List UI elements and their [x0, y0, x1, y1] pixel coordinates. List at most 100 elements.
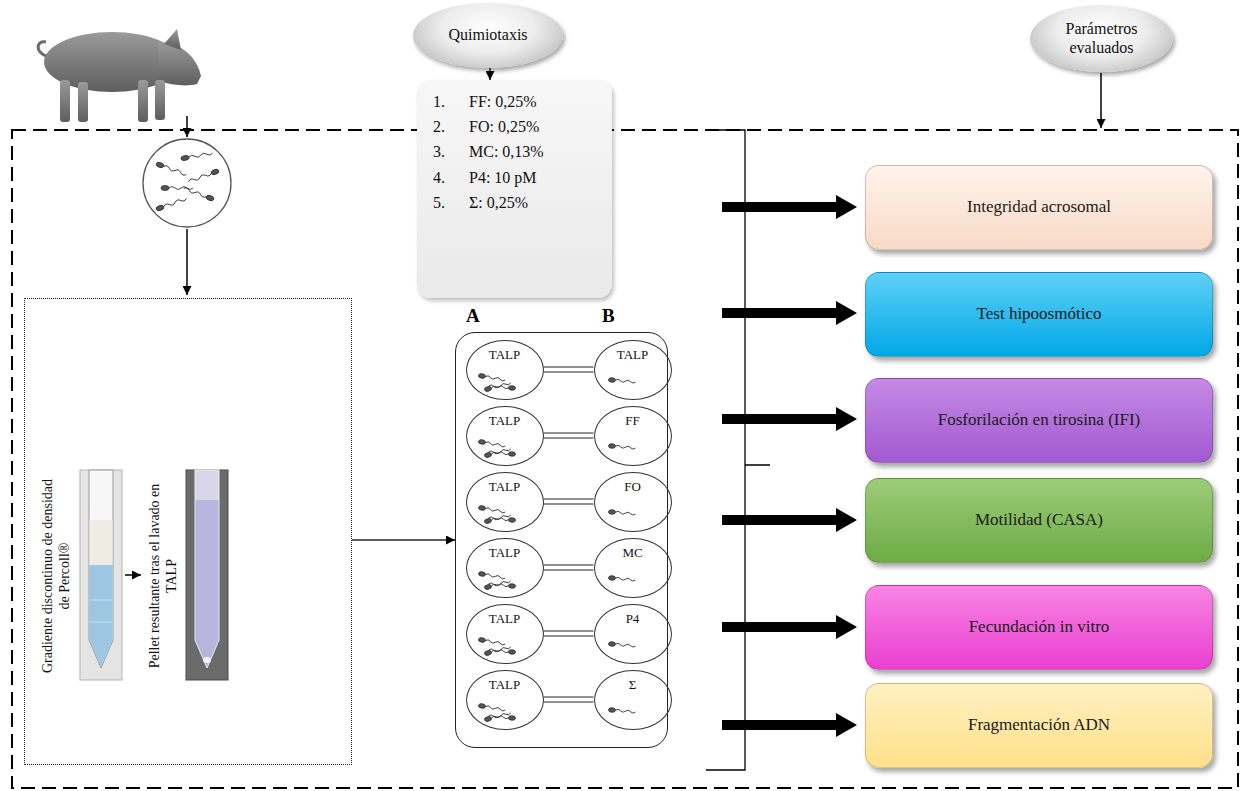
photo-caption: Pellet resultante tras el lavado en TALP: [146, 476, 180, 676]
tube-photo: [90, 600, 112, 601]
medium-label: FF: [595, 413, 671, 429]
sperm-in-well: [508, 650, 515, 655]
sperm-in-well: [484, 645, 511, 656]
medium-label: TALP: [595, 347, 671, 363]
sperm-in-well: [615, 511, 635, 515]
sperm-in-well: [484, 447, 511, 458]
well-circle: MC: [594, 538, 672, 598]
list-item: P4: 10 pM: [469, 168, 602, 187]
double-channel: [544, 697, 594, 702]
sperm-in-well: [478, 637, 486, 643]
thick-arrow: [722, 615, 857, 639]
medium-label: TALP: [467, 413, 543, 429]
well-circle: TALP: [466, 340, 544, 400]
flow-arrow: [352, 539, 455, 541]
well-circle: FF: [594, 406, 672, 466]
sperm-in-well: [608, 378, 615, 383]
tube-photo: [80, 470, 122, 680]
sperm-in-well: [491, 646, 511, 654]
sperm-in-well: [478, 505, 505, 514]
chamber-letter: A: [466, 305, 480, 328]
pig-illustration: [155, 80, 165, 120]
sperm-sample: [183, 187, 207, 198]
medium-label: TALP: [467, 545, 543, 561]
sperm-sample: [161, 186, 169, 191]
oval-text: Quimiotaxis: [448, 26, 527, 44]
oval-text: Parámetros evaluados: [1048, 20, 1156, 57]
sperm-in-well: [508, 452, 515, 457]
flow-arrow: [1100, 73, 1102, 128]
sperm-in-well: [478, 637, 505, 646]
thick-arrow: [722, 195, 857, 219]
sperm-in-well: [608, 510, 615, 515]
sperm-in-well: [608, 708, 615, 713]
medium-label: MC: [595, 545, 671, 561]
sperm-in-well: [608, 576, 615, 581]
double-channel: [544, 499, 594, 504]
list-number: 1.: [433, 92, 469, 111]
tube-photo: [89, 470, 113, 668]
sperm-in-well: [478, 373, 486, 379]
sperm-sample: [143, 139, 231, 227]
sperm-in-well: [608, 444, 615, 449]
medium-label: TALP: [467, 347, 543, 363]
sperm-in-well: [615, 379, 635, 383]
medium-label: Σ: [595, 677, 671, 693]
group-bracket: [706, 130, 770, 770]
list-item: Σ: 0,25%: [469, 193, 602, 212]
sperm-in-well: [508, 716, 515, 721]
sperm-in-well: [484, 579, 511, 590]
tube-photo: [203, 657, 211, 663]
list-item: FO: 0,25%: [469, 117, 602, 136]
medium-label: TALP: [467, 479, 543, 495]
sperm-in-well: [491, 712, 511, 720]
double-channel: [544, 433, 594, 438]
sperm-in-well: [608, 642, 635, 649]
parameter-text: Fragmentación ADN: [968, 715, 1110, 735]
well-circle: FO: [594, 472, 672, 532]
tube-photo: [90, 520, 113, 565]
dashed-frame: [12, 130, 1238, 788]
sperm-in-well: [484, 716, 492, 722]
sperm-in-well: [478, 505, 486, 511]
flow-arrow: [489, 68, 491, 80]
sperm-in-well: [484, 513, 511, 524]
parameter-box: Fragmentación ADN: [865, 683, 1213, 768]
thick-arrow: [722, 407, 857, 431]
thick-arrow: [722, 713, 857, 737]
list-number: 5.: [433, 193, 469, 212]
sperm-in-well: [484, 711, 511, 722]
well-circle: TALP: [466, 670, 544, 730]
double-channel: [544, 367, 594, 372]
pig-illustration: [38, 29, 201, 122]
chamber-letter: B: [602, 305, 615, 328]
tube-photo: [196, 500, 219, 667]
well-circle: Σ: [594, 670, 672, 730]
sperm-in-well: [608, 576, 635, 583]
well-circle: TALP: [466, 604, 544, 664]
parameter-text: Fecundación in vitro: [969, 617, 1110, 637]
sperm-sample: [188, 172, 212, 183]
list-item: MC: 0,13%: [469, 142, 602, 161]
parameter-box: Fecundación in vitro: [865, 585, 1213, 670]
sperm-sample: [210, 168, 219, 175]
pig-illustration: [78, 82, 88, 122]
well-circle: TALP: [466, 472, 544, 532]
sperm-sample: [189, 152, 213, 159]
sperm-in-well: [484, 381, 511, 392]
sperm-in-well: [484, 584, 492, 590]
parameter-box: Integridad acrosomal: [865, 165, 1213, 250]
sperm-in-well: [485, 705, 505, 711]
thick-arrow: [722, 301, 857, 325]
parameter-text: Fosforilación en tirosina (IFI): [938, 410, 1141, 430]
medium-label: TALP: [467, 611, 543, 627]
sperm-in-well: [478, 571, 505, 580]
sperm-in-well: [608, 444, 635, 451]
sperm-sample: [155, 161, 187, 176]
well-circle: P4: [594, 604, 672, 664]
sperm-sample: [143, 139, 231, 227]
sperm-in-well: [484, 650, 492, 656]
concentration-list: 1.FF: 0,25%2.FO: 0,25%3.MC: 0,13%4.P4: 1…: [417, 80, 612, 298]
pig-illustration: [138, 80, 148, 122]
sperm-in-well: [608, 642, 615, 647]
